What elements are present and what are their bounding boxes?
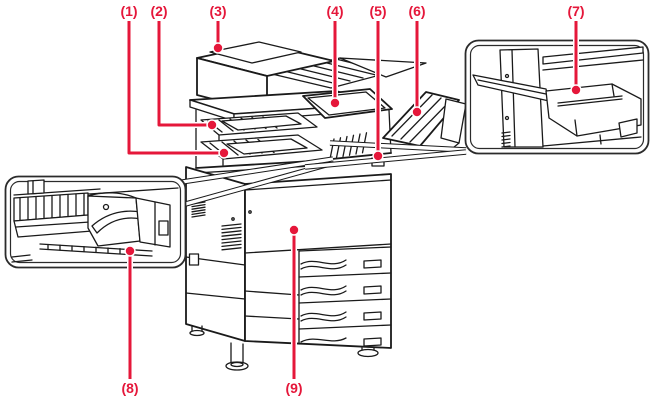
callout-label-2: (2) — [141, 2, 177, 20]
callout-label-9: (9) — [276, 379, 312, 397]
callout-label-7: (7) — [558, 2, 594, 20]
callout-line-1 — [126, 18, 230, 159]
callout-line-8 — [124, 245, 136, 382]
callout-label-3: (3) — [200, 2, 236, 20]
drawer-handle — [363, 285, 382, 295]
drawer-handle — [363, 337, 382, 347]
adjustable-feet — [189, 325, 379, 371]
inset-box-right — [464, 39, 650, 155]
callout-lines — [124, 18, 582, 382]
output-tray-section — [195, 109, 392, 174]
finisher-left-drawing — [11, 179, 179, 263]
printer-main-unit — [185, 41, 467, 371]
callout-line-5 — [372, 18, 384, 162]
paper-drawers — [244, 246, 392, 347]
callout-label-8: (8) — [112, 379, 148, 397]
right-tray — [382, 91, 467, 153]
callout-label-4: (4) — [317, 2, 353, 20]
callout-line-7 — [570, 18, 582, 96]
callout-line-4 — [329, 18, 341, 109]
inset-connector-beams — [181, 140, 467, 208]
inset-box-left — [4, 175, 187, 269]
callout-label-6: (6) — [399, 2, 435, 20]
callout-line-6 — [411, 18, 423, 118]
callout-line-3 — [212, 18, 224, 54]
callout-label-1: (1) — [111, 2, 147, 20]
callout-line-2 — [156, 18, 218, 131]
drawer-handle — [363, 311, 382, 321]
side-vent-large — [221, 223, 242, 251]
main-body — [185, 166, 392, 349]
callout-line-9 — [288, 224, 300, 382]
finisher-right-drawing — [472, 46, 644, 148]
front-cover — [244, 173, 392, 349]
callout-label-5: (5) — [360, 2, 396, 20]
drawer-handle — [363, 259, 382, 269]
